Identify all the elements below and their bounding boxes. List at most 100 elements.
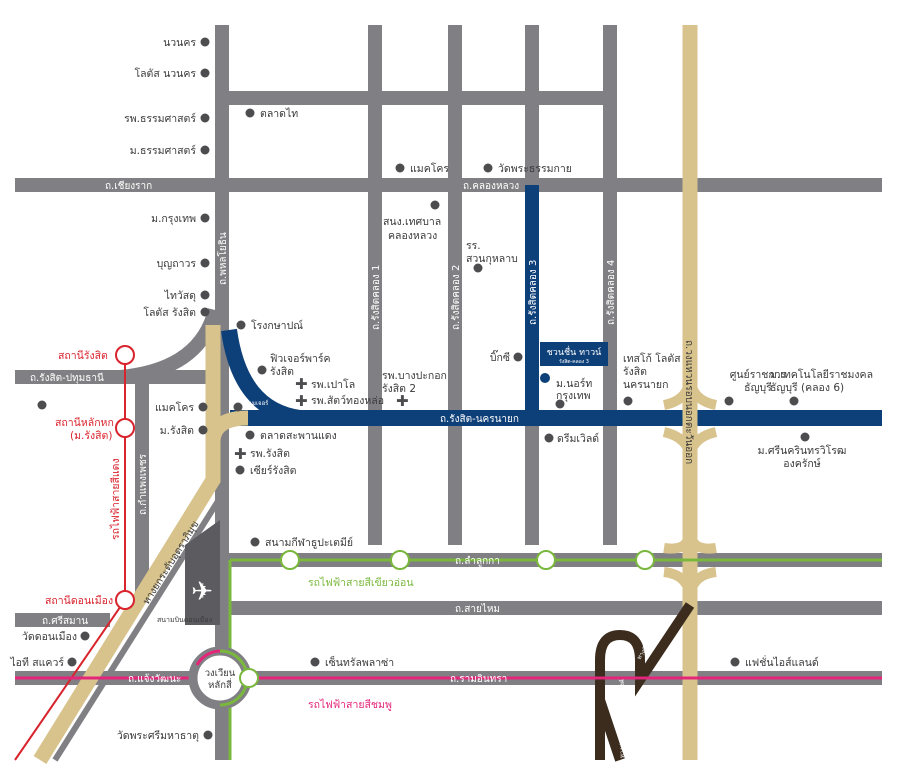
station-laksi[interactable] (239, 668, 259, 688)
hospital-icon: ✚ (295, 375, 308, 393)
poi-label: องครักษ์ (783, 457, 821, 470)
label-laksi-1: วงเวียน (205, 667, 236, 679)
poi-label: ม.รังสิต (160, 425, 194, 437)
poi-label: วัดพระศรีมหาธาตุ (117, 729, 199, 742)
project-name: ชวนชื่น ทาวน์ (547, 345, 602, 358)
label-phahonyothin: ถ.พหลโยธิน (216, 232, 229, 285)
poi-label: บิ๊กซี (490, 349, 510, 364)
poi-label: ตลาดไท (260, 107, 298, 120)
poi-label: นครนายก (623, 379, 668, 391)
label-pink-line: รถไฟฟ้าสายสีชมพู (308, 698, 392, 711)
label-ram-inthra: ถ.รามอินทรา (450, 674, 507, 685)
poi-label: รังสิต (270, 366, 294, 378)
station-green-1[interactable] (280, 550, 300, 570)
poi-label: แมคโคร (410, 162, 449, 175)
label-ram-inthra-expressway: ทางด่วนรามอินทรา-อาจณรงค์ (618, 679, 626, 758)
poi-label: รพ.สัตว์ทองหล่อ (311, 394, 384, 407)
poi-label: ตลาดสะพานแดง (260, 430, 337, 442)
poi-label: เซ็นทรัลพลาซ่า (325, 655, 394, 669)
label-green-line: รถไฟฟ้าสายสีเขียวอ่อน (308, 576, 414, 589)
station-rangsit[interactable] (115, 345, 135, 365)
label-khlong4: ถ.รังสิตคลอง 4 (606, 260, 617, 325)
poi-label: แฟชั่นไอส์แลนด์ (745, 655, 819, 669)
project-marker[interactable]: ชวนชื่น ทาวน์ รังสิต-คลอง 3 (540, 342, 608, 383)
road-curve (119, 308, 222, 384)
label-si-saman: ถ.ศรีสมาน (42, 615, 88, 627)
poi-label: รร. (466, 240, 481, 252)
poi-label: ม.นอร์ท (556, 377, 592, 390)
label-khlong2: ถ.รังสิตคลอง 2 (451, 265, 462, 330)
poi-label: เซียร์รังสิต (250, 464, 297, 477)
project-badge[interactable] (540, 342, 608, 366)
pink-arc (195, 649, 221, 666)
label-outer-ring: ถ.วงแหวนรอบนอกตะวันออก (683, 340, 694, 464)
expressways (33, 25, 718, 764)
label-chaeng-watthana: ถ.แจ้งวัฒนะ (128, 673, 181, 685)
project-sub: รังสิต-คลอง 3 (559, 358, 589, 365)
label-station-don-mueang: สถานีดอนเมือง (45, 594, 113, 607)
poi-label: กรุงเทพ (556, 390, 591, 402)
poi-label: ไอที สแควร์ (9, 656, 64, 669)
hospital-icons: ✚ ✚ ✚ ✚ (234, 375, 409, 463)
station-don-mueang[interactable] (115, 590, 135, 610)
label-rangsit-pathum: ถ.รังสิต-ปทุมธานี (30, 372, 104, 384)
airport-area (185, 520, 220, 625)
poi-label: ม.ธรรมศาสตร์ (130, 144, 197, 157)
hospital-icon: ✚ (396, 392, 409, 410)
label-chiang-rak: ถ.เชียงราก (105, 180, 152, 192)
label-station-lak-hok-sub: (ม.รังสิต) (70, 430, 112, 442)
road-vibhavadi (52, 488, 228, 762)
poi-label: รพ.เปาโล (311, 378, 355, 391)
road-ram-inthra-expressway (595, 602, 695, 762)
project-dot[interactable] (540, 373, 550, 383)
label-khlong1: ถ.รังสิตคลอง 1 (371, 265, 382, 330)
label-airport: สนามบินดอนเมือง (157, 616, 212, 624)
station-lak-hok[interactable] (115, 418, 135, 438)
poi-label: นวนคร (163, 37, 196, 49)
poi-label: รพ.ธรรมศาสตร์ (124, 112, 196, 125)
poi-label: ม.กรุงเทพ (151, 213, 196, 225)
poi-labels: นวนคร โลตัส นวนคร รพ.ธรรมศาสตร์ ม.ธรรมศา… (9, 37, 873, 742)
poi-label: รพ.บางปะกอก (382, 370, 447, 382)
road-blue-curve (221, 328, 302, 426)
poi-label: โลตัส รังสิต (143, 306, 196, 319)
poi-label: บุญถาวร (157, 258, 197, 270)
poi-label: ม.เทคโนโลยีราชมงคล (770, 368, 873, 381)
station-green-2[interactable] (390, 550, 410, 570)
poi-label: ธัญบุรี (คลอง 6) (770, 381, 844, 394)
poi-label: ฟิวเจอร์พาร์ค (270, 352, 331, 365)
station-green-4[interactable] (635, 550, 655, 570)
poi-label: แมคโคร (155, 401, 194, 414)
label-khlong-luang: ถ.คลองหลวง (463, 181, 519, 192)
poi-label: รังสิต (623, 366, 647, 378)
poi-label: เมเจอร์ (250, 399, 269, 407)
hospital-icon: ✚ (234, 445, 247, 463)
poi-label: โลตัส นวนคร (134, 67, 196, 80)
hospital-icon: ✚ (295, 392, 308, 410)
label-kamphaeng-phet: ถ.กำแพงเพชร (138, 453, 149, 515)
poi-label: คลองหลวง (388, 230, 437, 242)
interchange-rangsit (662, 374, 718, 461)
label-sai-mai: ถ.สายไหม (455, 603, 500, 615)
airplane-icon: ✈ (191, 577, 213, 607)
road-tan-branch (205, 410, 249, 442)
poi-label: ศูนย์ราชการ (730, 368, 787, 381)
poi-label: เทสโก้ โลตัส (623, 352, 681, 365)
poi-label: วัดดอนเมือง (22, 630, 77, 643)
station-green-3[interactable] (536, 550, 556, 570)
label-lam-luk-ka: ถ.ลำลูกกา (455, 556, 500, 567)
poi-label: สนง.เทศบาล (383, 216, 441, 228)
road-uttaraphimuk (33, 325, 221, 764)
poi-label: สนามกีฬาธูปะเตมีย์ (265, 536, 353, 549)
poi-label: ธัญบุรี (744, 381, 772, 394)
poi-label: ไทวัสดุ (164, 289, 196, 302)
label-red-line: รถไฟฟ้าสายสีแดง (109, 458, 122, 540)
label-station-rangsit: สถานีรังสิต (58, 349, 108, 362)
label-laksi-2: หลักสี่ (208, 678, 232, 691)
poi-label: วัดพระธรรมกาย (498, 163, 572, 175)
stations (115, 345, 655, 688)
poi-label: รพ.รังสิต (250, 448, 290, 460)
poi-label: ดรีมเวิลด์ (557, 432, 599, 445)
poi-label: ม.ศรีนครินทรวิโรฒ (758, 444, 847, 457)
poi-dots (37, 37, 810, 740)
